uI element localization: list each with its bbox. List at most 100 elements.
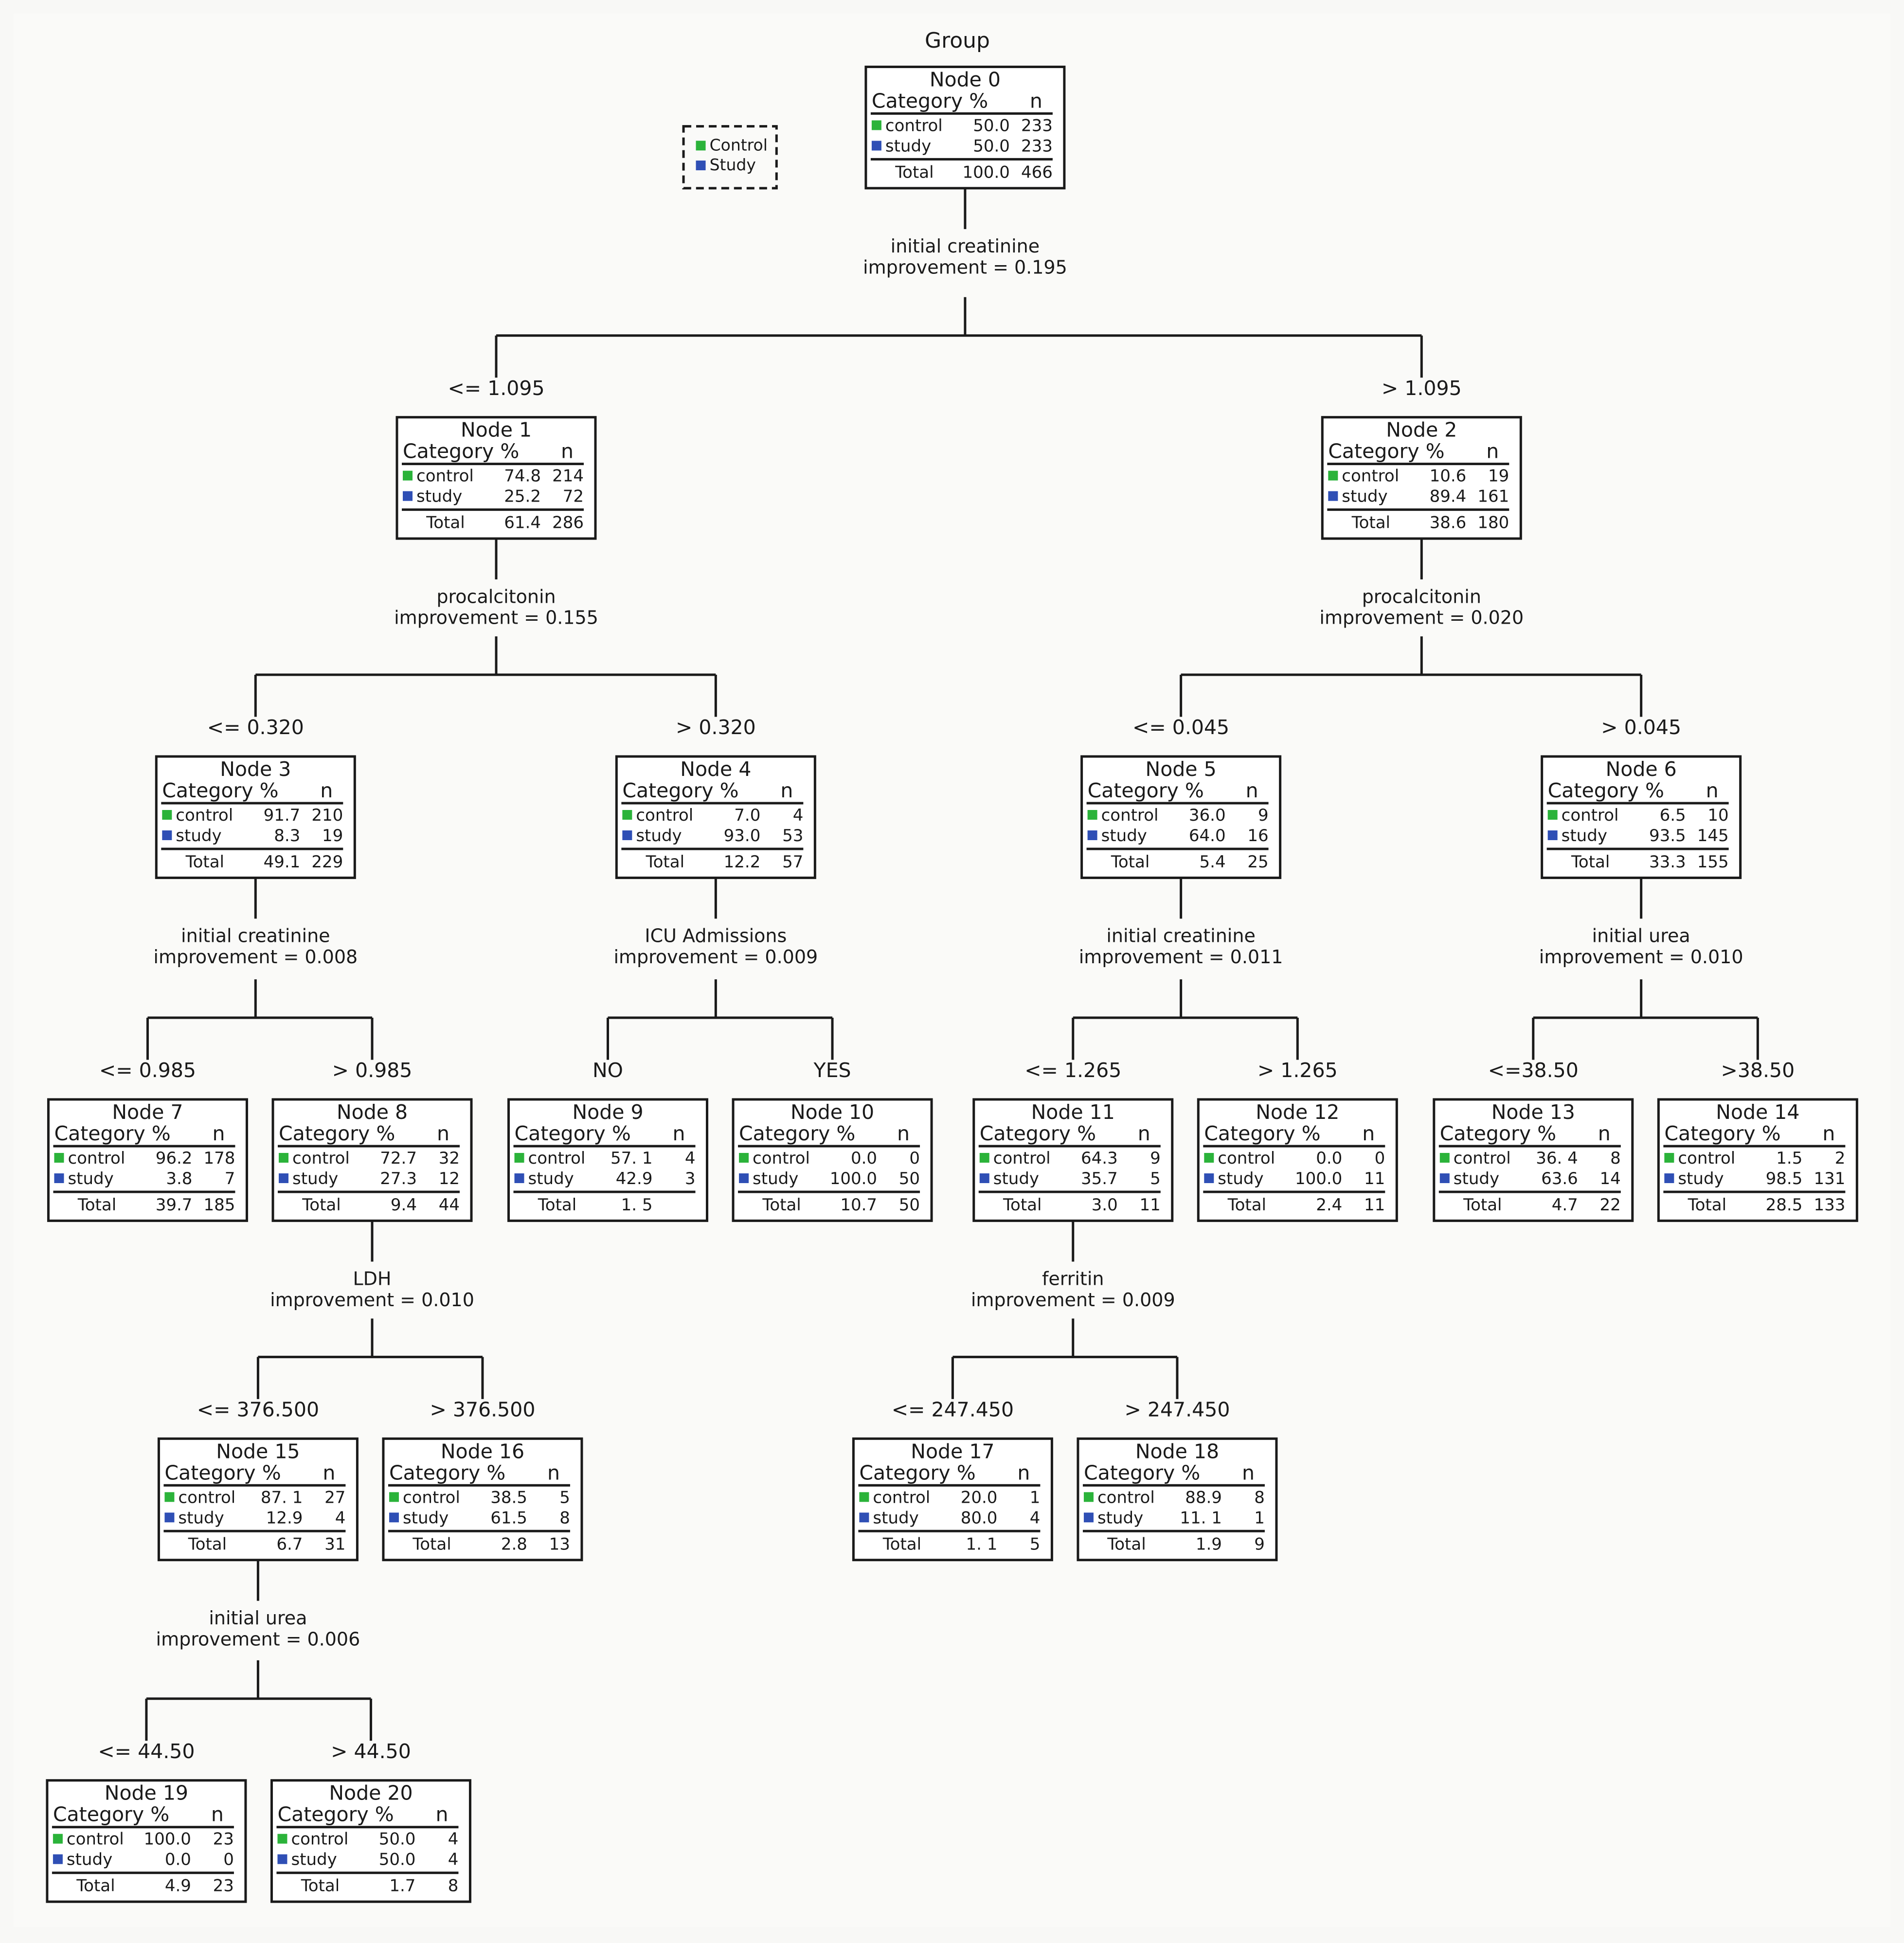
node-total-label: Total: [1463, 1195, 1502, 1215]
node-category-header: Category %: [54, 1122, 170, 1145]
category-swatch-study: [979, 1173, 989, 1183]
node-box: [1321, 416, 1522, 540]
node-title: Node 13: [1491, 1100, 1575, 1124]
category-count-control: 178: [204, 1149, 235, 1168]
category-count-control: 19: [1488, 467, 1509, 486]
category-count-study: 14: [1600, 1169, 1621, 1188]
category-count-control: 5: [559, 1488, 570, 1507]
legend-swatch: [696, 161, 706, 171]
node-total-label: Total: [895, 162, 934, 182]
node-total-label: Total: [426, 513, 465, 533]
category-name-control: control: [753, 1149, 810, 1168]
category-percent-study: 80.0: [961, 1508, 998, 1528]
category-count-study: 50: [899, 1169, 920, 1188]
category-swatch-control: [277, 1834, 287, 1844]
category-swatch-study: [1439, 1173, 1450, 1183]
category-count-control: 9: [1150, 1149, 1161, 1168]
category-percent-study: 61.5: [490, 1508, 527, 1528]
category-swatch-study: [164, 1512, 175, 1523]
category-swatch-study: [1204, 1173, 1214, 1183]
node-n-header: n: [780, 779, 793, 802]
node-total-label: Total: [762, 1195, 801, 1215]
split-condition-left: <= 247.450: [892, 1398, 1014, 1421]
node-box: [47, 1098, 248, 1222]
split-condition-left: <= 1.095: [448, 377, 544, 400]
node-total-count: 9: [1254, 1534, 1265, 1554]
node-total-percent: 49.1: [264, 852, 301, 872]
node-total-count: 180: [1477, 513, 1509, 533]
node-total-percent: 1.7: [389, 1876, 415, 1896]
node-n-header: n: [437, 1122, 449, 1145]
node-category-header: Category %: [279, 1122, 395, 1145]
node-total-percent: 2.4: [1316, 1195, 1342, 1215]
node-title: Node 20: [329, 1781, 413, 1805]
category-count-control: 10: [1707, 806, 1728, 825]
category-percent-control: 7.0: [734, 806, 760, 825]
category-percent-study: 98.5: [1766, 1169, 1803, 1188]
category-name-study: study: [1454, 1169, 1499, 1188]
node-n-header: n: [561, 440, 574, 463]
category-count-control: 210: [311, 806, 343, 825]
node-total-count: 23: [213, 1876, 234, 1896]
category-name-control: control: [67, 1830, 124, 1849]
node-box: [972, 1098, 1174, 1222]
split-condition-right: > 376.500: [430, 1398, 535, 1421]
node-category-header: Category %: [1088, 779, 1204, 802]
node-category-header: Category %: [164, 1461, 281, 1484]
category-percent-control: 74.8: [504, 467, 541, 486]
category-count-control: 23: [213, 1830, 234, 1849]
category-name-study: study: [753, 1169, 798, 1188]
category-name-control: control: [292, 1149, 350, 1168]
category-swatch-control: [54, 1152, 64, 1163]
category-name-control: control: [873, 1488, 930, 1507]
category-percent-control: 20.0: [961, 1488, 998, 1507]
node-total-percent: 12.2: [724, 852, 761, 872]
category-count-control: 4: [793, 806, 804, 825]
node-box: [395, 416, 597, 540]
node-total-percent: 6.7: [276, 1534, 303, 1554]
node-category-header: Category %: [162, 779, 278, 802]
split-condition-right: > 0.320: [676, 716, 756, 739]
legend-swatch: [696, 141, 706, 151]
node-total-label: Total: [1571, 852, 1610, 872]
node-title: Node 14: [1716, 1100, 1799, 1124]
node-box: [852, 1437, 1053, 1562]
category-count-control: 32: [439, 1149, 460, 1168]
node-category-header: Category %: [403, 440, 519, 463]
node-title: Node 10: [790, 1100, 874, 1124]
node-n-header: n: [1138, 1122, 1150, 1145]
category-swatch-control: [164, 1492, 175, 1502]
category-swatch-study: [514, 1173, 524, 1183]
node-category-header: Category %: [1440, 1122, 1556, 1145]
split-condition-right: > 0.985: [332, 1059, 413, 1082]
category-name-study: study: [1678, 1169, 1724, 1188]
node-title: Node 19: [105, 1781, 188, 1805]
category-swatch-study: [622, 830, 632, 840]
tree-edges: [145, 188, 1759, 1741]
node-title: Node 8: [337, 1100, 408, 1124]
node-n-header: n: [1017, 1461, 1030, 1484]
category-name-study: study: [873, 1508, 918, 1528]
node-n-header: n: [1246, 779, 1258, 802]
node-title: Node 2: [1386, 418, 1457, 442]
category-name-study: study: [1218, 1169, 1263, 1188]
category-name-control: control: [1101, 806, 1159, 825]
category-percent-control: 50.0: [379, 1830, 416, 1849]
category-percent-study: 100.0: [830, 1169, 877, 1188]
category-swatch-control: [162, 810, 172, 820]
node-category-header: Category %: [1328, 440, 1444, 463]
category-percent-control: 96.2: [156, 1149, 193, 1168]
node-n-header: n: [323, 1461, 335, 1484]
node-category-header: Category %: [1204, 1122, 1320, 1145]
category-swatch-control: [389, 1492, 399, 1502]
node-n-header: n: [1362, 1122, 1375, 1145]
